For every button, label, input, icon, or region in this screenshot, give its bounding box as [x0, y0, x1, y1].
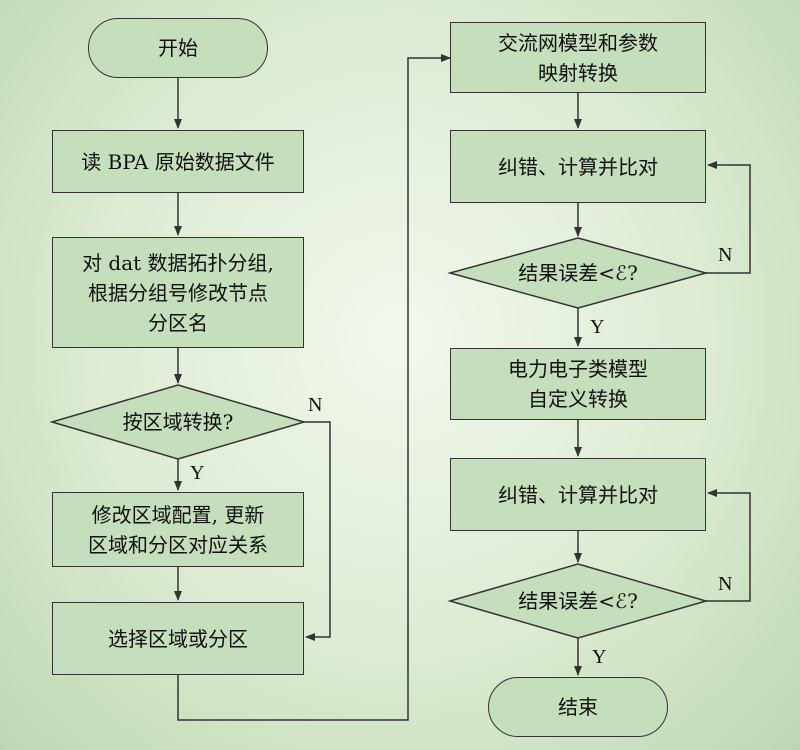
yes-label-error-1: Y: [590, 316, 605, 338]
modify-area-step: 修改区域配置, 更新 区域和分区对应关系: [52, 492, 304, 567]
arrow-decision1-no: [706, 161, 751, 274]
start-terminal: 开始: [88, 18, 268, 78]
yes-label-by-area: Y: [190, 462, 205, 484]
no-label-error-2: N: [718, 573, 733, 595]
topology-group-step: 对 dat 数据拓扑分组, 根据分组号修改节点 分区名: [52, 237, 304, 348]
select-area-step: 选择区域或分区: [52, 602, 304, 675]
read-bpa-step: 读 BPA 原始数据文件: [52, 130, 304, 193]
error-decision-label-1: 结果误差<ℰ?: [518, 261, 638, 285]
correct-compare-step-1: 纠错、计算并比对: [450, 130, 706, 203]
arrow-select-to-ac-model: [177, 54, 451, 721]
power-electronics-step: 电力电子类模型 自定义转换: [450, 348, 706, 420]
ac-model-mapping-step: 交流网模型和参数 映射转换: [450, 22, 706, 93]
by-area-decision-label: 按区域转换?: [122, 410, 234, 434]
arrow-decision2-no: [706, 489, 751, 602]
correct-compare-step-2: 纠错、计算并比对: [450, 458, 706, 531]
arrow-decision-no: [304, 421, 331, 641]
end-terminal: 结束: [488, 677, 668, 737]
yes-label-error-2: Y: [592, 646, 607, 668]
no-label-by-area: N: [308, 394, 323, 416]
error-decision-label-2: 结果误差<ℰ?: [518, 589, 638, 613]
no-label-error-1: N: [718, 244, 733, 266]
